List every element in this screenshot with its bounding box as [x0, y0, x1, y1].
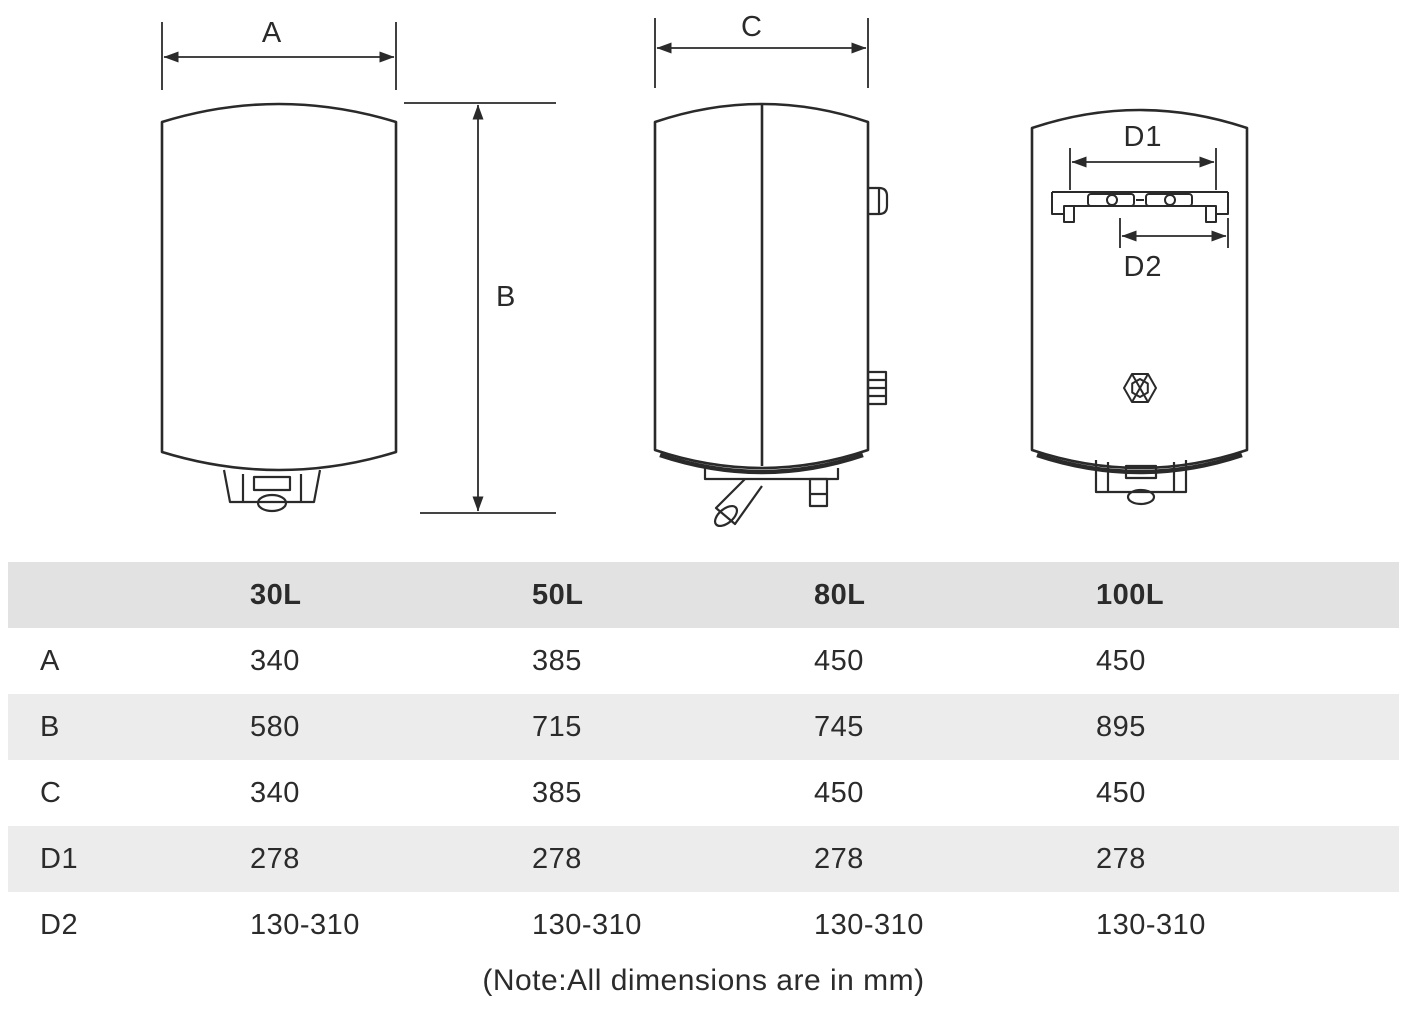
front-view [160, 102, 398, 513]
table-row-d2: D2 130-310 130-310 130-310 130-310 [8, 892, 1399, 958]
row-label-a: A [40, 644, 60, 677]
side-view [653, 102, 889, 528]
table-row-d1: D1 278 278 278 278 [8, 826, 1399, 892]
cell-d2-80l: 130-310 [814, 908, 924, 941]
back-mounting-bracket [1051, 191, 1229, 223]
table-row-b: B 580 715 745 895 [8, 694, 1399, 760]
back-view [1030, 108, 1249, 506]
cell-b-30l: 580 [250, 710, 300, 743]
table-row-c: C 340 385 450 450 [8, 760, 1399, 826]
cell-d2-50l: 130-310 [532, 908, 642, 941]
side-bottom-rim [659, 452, 864, 475]
cell-b-50l: 715 [532, 710, 582, 743]
cell-d2-30l: 130-310 [250, 908, 360, 941]
cell-a-80l: 450 [814, 644, 864, 677]
front-tank-body [160, 102, 398, 472]
back-tank-body [1030, 108, 1249, 470]
header-blank [8, 562, 250, 628]
dim-d2-label: D2 [1123, 251, 1162, 283]
dim-d2 [1119, 218, 1229, 248]
dimensions-note: (Note:All dimensions are in mm) [482, 964, 925, 997]
dim-c-label: C [741, 11, 763, 43]
dim-c [654, 18, 869, 88]
cell-c-80l: 450 [814, 776, 864, 809]
cell-c-50l: 385 [532, 776, 582, 809]
back-bottom-rim [1036, 452, 1243, 475]
row-label-c: C [40, 776, 62, 809]
row-label-d2: D2 [40, 908, 79, 941]
side-right-fittings [868, 186, 889, 406]
header-30l: 30L [250, 578, 302, 611]
dim-a [161, 22, 397, 90]
dim-b-label: B [496, 281, 516, 313]
header-100l: 100L [1096, 578, 1165, 611]
cell-d1-80l: 278 [814, 842, 864, 875]
dim-d1 [1069, 148, 1217, 190]
cell-b-100l: 895 [1096, 710, 1146, 743]
cell-d1-100l: 278 [1096, 842, 1146, 875]
row-label-b: B [40, 710, 60, 743]
table-row-a: A 340 385 450 450 [8, 628, 1399, 694]
cell-a-100l: 450 [1096, 644, 1146, 677]
cell-a-30l: 340 [250, 644, 300, 677]
front-bottom-fitting [222, 469, 322, 513]
table-header-row: 30L 50L 80L 100L [8, 562, 1399, 628]
header-80l: 80L [814, 578, 866, 611]
side-tank-body [653, 102, 870, 470]
cell-b-80l: 745 [814, 710, 864, 743]
dim-d1-label: D1 [1123, 121, 1162, 153]
dim-b [404, 102, 556, 514]
header-50l: 50L [532, 578, 584, 611]
side-bottom-fittings [703, 468, 840, 528]
water-heater-dimension-diagram: A B C [160, 11, 1249, 528]
dimension-table: 30L 50L 80L 100L A 340 385 450 450 B 580… [8, 562, 1399, 958]
back-bottom-fitting [1094, 460, 1188, 506]
back-hex-nut [1123, 373, 1157, 403]
cell-d2-100l: 130-310 [1096, 908, 1206, 941]
dim-a-label: A [262, 17, 282, 49]
cell-c-30l: 340 [250, 776, 300, 809]
cell-d1-30l: 278 [250, 842, 300, 875]
cell-d1-50l: 278 [532, 842, 582, 875]
cell-c-100l: 450 [1096, 776, 1146, 809]
row-label-d1: D1 [40, 842, 79, 875]
cell-a-50l: 385 [532, 644, 582, 677]
